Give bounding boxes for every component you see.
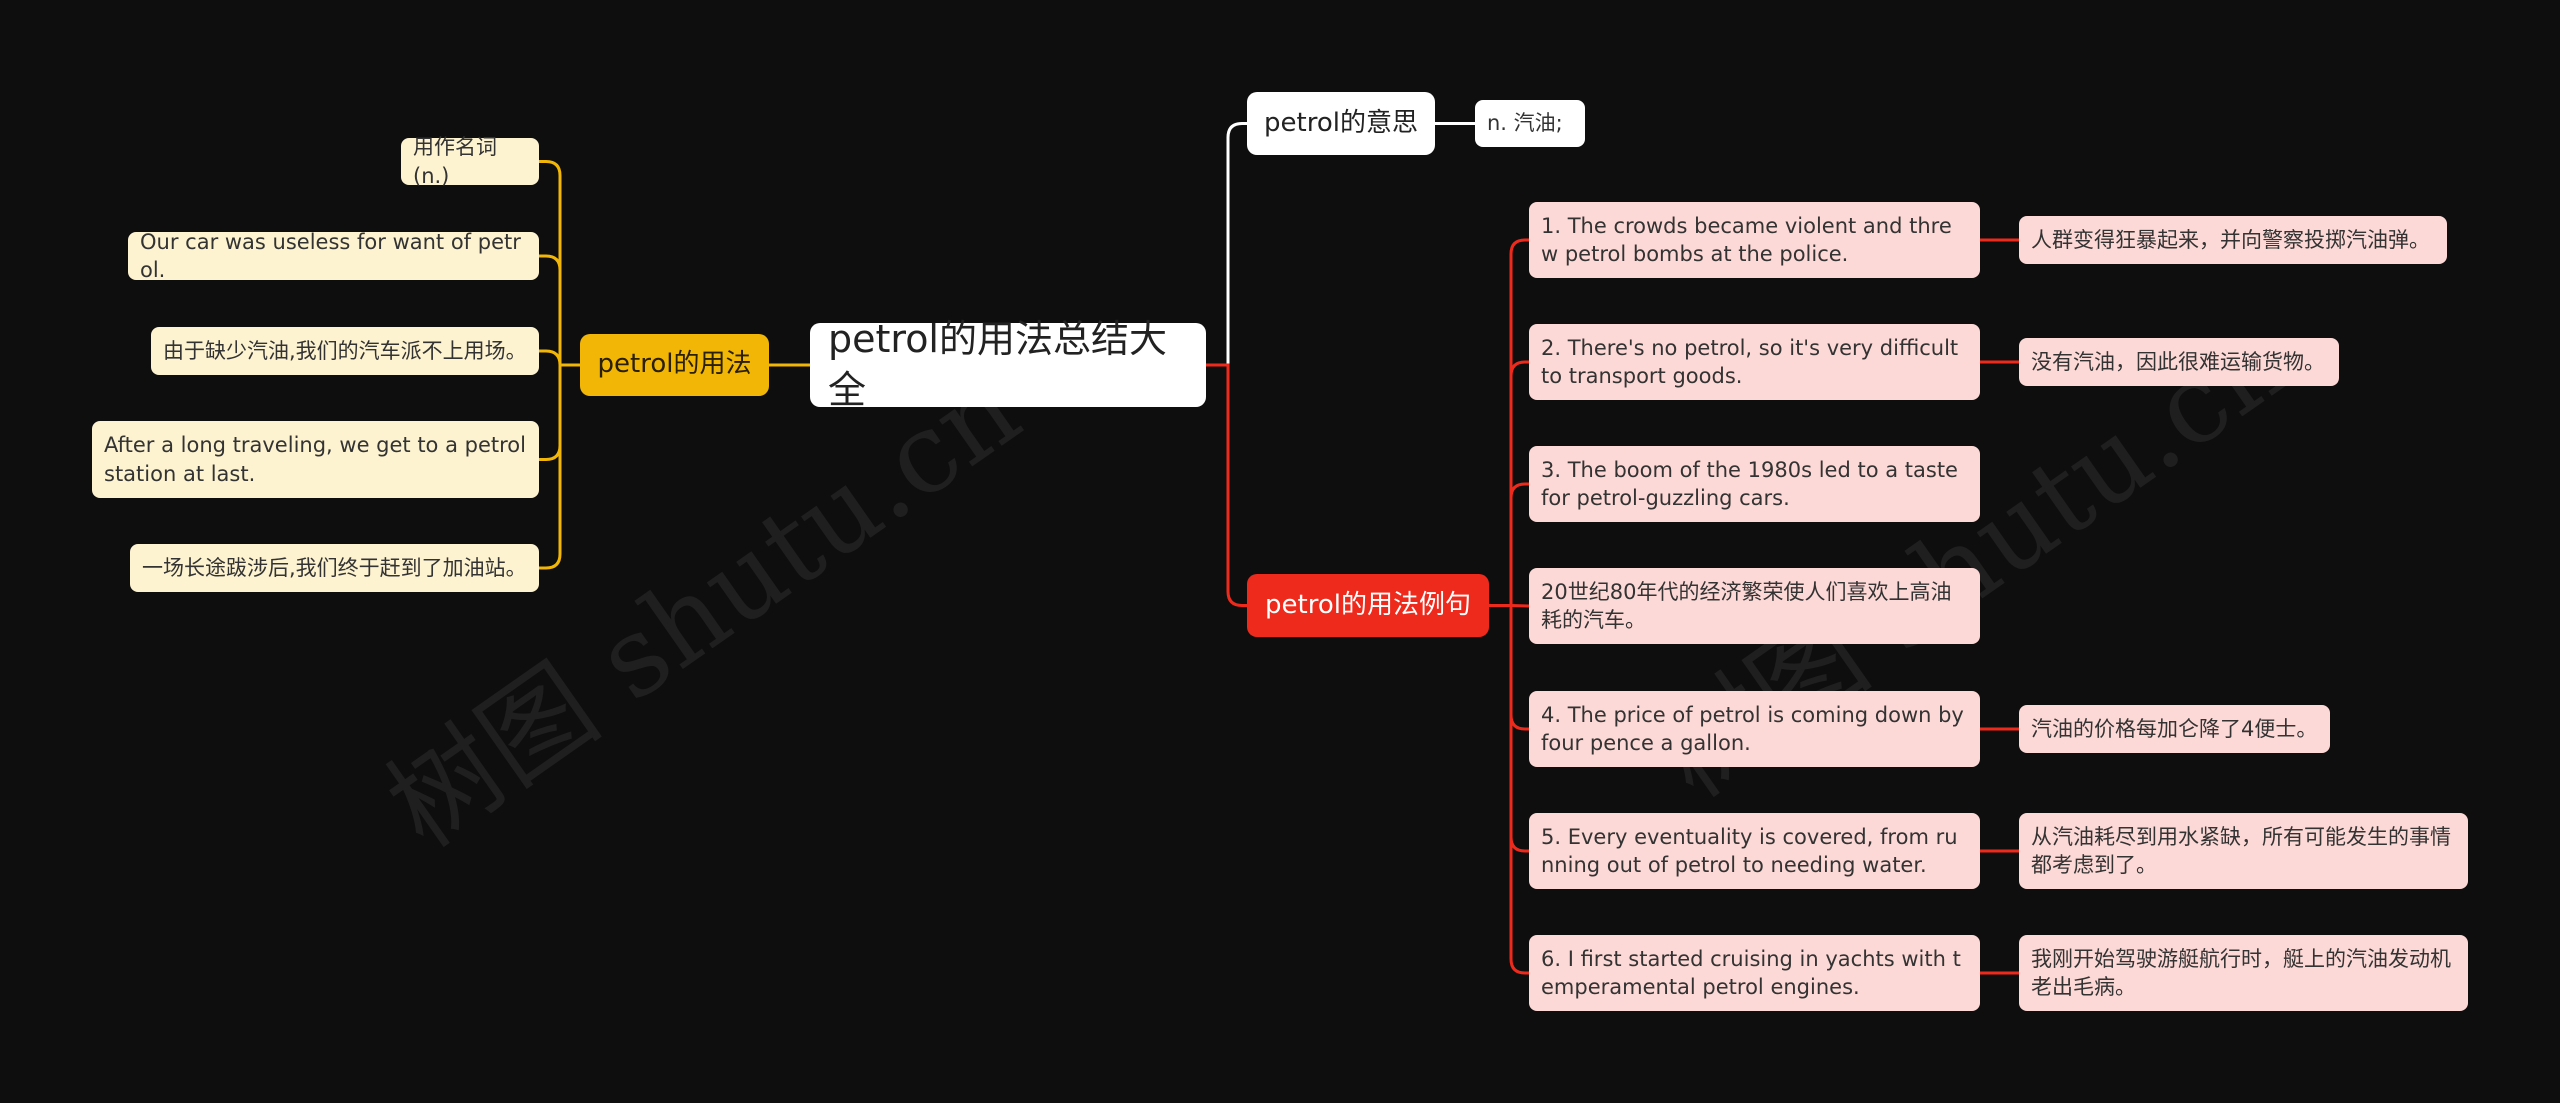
- branch-usage[interactable]: petrol的用法: [580, 334, 769, 396]
- example-sentence[interactable]: 5. Every eventuality is covered, from ru…: [1529, 813, 1980, 889]
- link-example: [1489, 482, 1529, 607]
- example-translation[interactable]: 汽油的价格每加仑降了4便士。: [2019, 705, 2330, 753]
- link-example: [1489, 238, 1529, 607]
- branch-examples[interactable]: petrol的用法例句: [1247, 574, 1489, 637]
- usage-leaf[interactable]: After a long traveling, we get to a petr…: [92, 421, 539, 498]
- meaning-leaf[interactable]: n. 汽油;: [1475, 100, 1585, 147]
- usage-leaf[interactable]: Our car was useless for want of petrol.: [128, 230, 539, 282]
- link-examples: [1206, 363, 1247, 607]
- example-sentence[interactable]: 2. There's no petrol, so it's very diffi…: [1529, 324, 1980, 400]
- example-sentence[interactable]: 6. I first started cruising in yachts wi…: [1529, 935, 1980, 1011]
- example-sentence[interactable]: 1. The crowds became violent and threw p…: [1529, 202, 1980, 278]
- example-translation[interactable]: 从汽油耗尽到用水紧缺，所有可能发生的事情都考虑到了。: [2019, 813, 2468, 889]
- example-translation[interactable]: 我刚开始驾驶游艇航行时，艇上的汽油发动机老出毛病。: [2019, 935, 2468, 1011]
- link-meaning: [1206, 122, 1247, 367]
- link-usage-leaf: [539, 363, 580, 570]
- example-sentence[interactable]: 3. The boom of the 1980s led to a taste …: [1529, 446, 1980, 522]
- link-example: [1489, 360, 1529, 607]
- link-usage-leaf: [539, 160, 580, 367]
- usage-leaf[interactable]: 用作名词(n.): [401, 135, 539, 188]
- usage-leaf[interactable]: 由于缺少汽油,我们的汽车派不上用场。: [151, 327, 539, 375]
- root-topic[interactable]: petrol的用法总结大全: [810, 317, 1206, 412]
- branch-meaning[interactable]: petrol的意思: [1247, 92, 1435, 155]
- usage-leaf[interactable]: 一场长途跋涉后,我们终于赶到了加油站。: [130, 544, 539, 592]
- link-usage-leaf: [539, 254, 580, 367]
- link-example: [1489, 604, 1529, 975]
- example-sentence[interactable]: 4. The price of petrol is coming down by…: [1529, 691, 1980, 767]
- link-example: [1489, 604, 1529, 731]
- example-translation[interactable]: 人群变得狂暴起来，并向警察投掷汽油弹。: [2019, 216, 2447, 264]
- example-sentence[interactable]: 20世纪80年代的经济繁荣使人们喜欢上高油耗的汽车。: [1529, 568, 1980, 644]
- example-translation[interactable]: 没有汽油，因此很难运输货物。: [2019, 338, 2339, 386]
